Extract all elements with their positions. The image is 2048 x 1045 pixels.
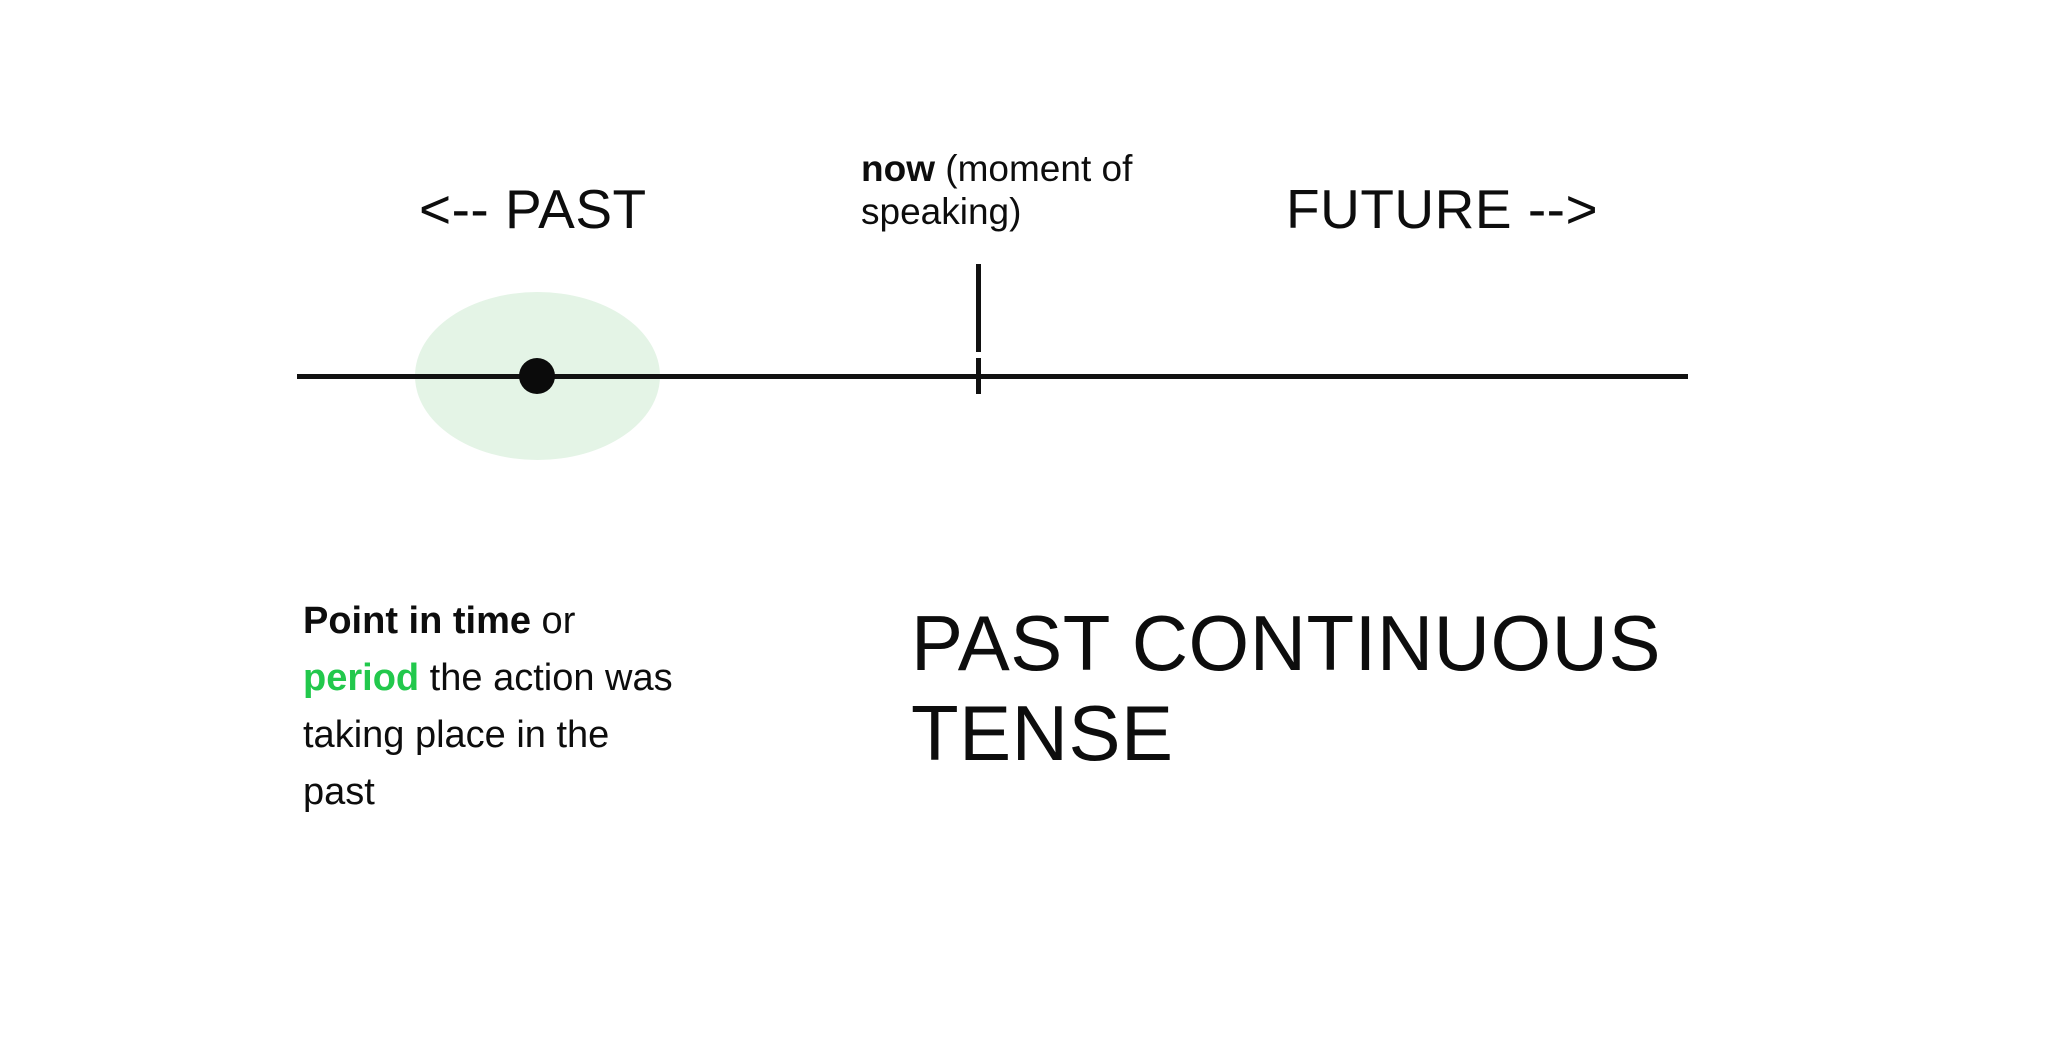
now-tick-mark bbox=[976, 358, 981, 394]
description-text: Point in time or period the action was t… bbox=[303, 593, 673, 821]
point-in-time-dot bbox=[519, 358, 555, 394]
timeline-axis bbox=[297, 374, 1688, 379]
description-connector: or bbox=[531, 600, 576, 642]
now-pointer-line bbox=[976, 264, 981, 352]
future-direction-label: FUTURE --> bbox=[1286, 178, 1599, 240]
past-direction-label: <-- PAST bbox=[419, 178, 647, 240]
description-highlight: period bbox=[303, 657, 420, 699]
now-label: now bbox=[861, 148, 935, 189]
now-annotation: now (moment of speaking) bbox=[861, 148, 1161, 234]
page-title: PAST CONTINUOUS TENSE bbox=[911, 599, 1662, 778]
description-rest: the action was taking place in the past bbox=[303, 657, 673, 813]
description-lead: Point in time bbox=[303, 600, 531, 642]
now-parenthetical: (moment of speaking) bbox=[861, 148, 1133, 232]
